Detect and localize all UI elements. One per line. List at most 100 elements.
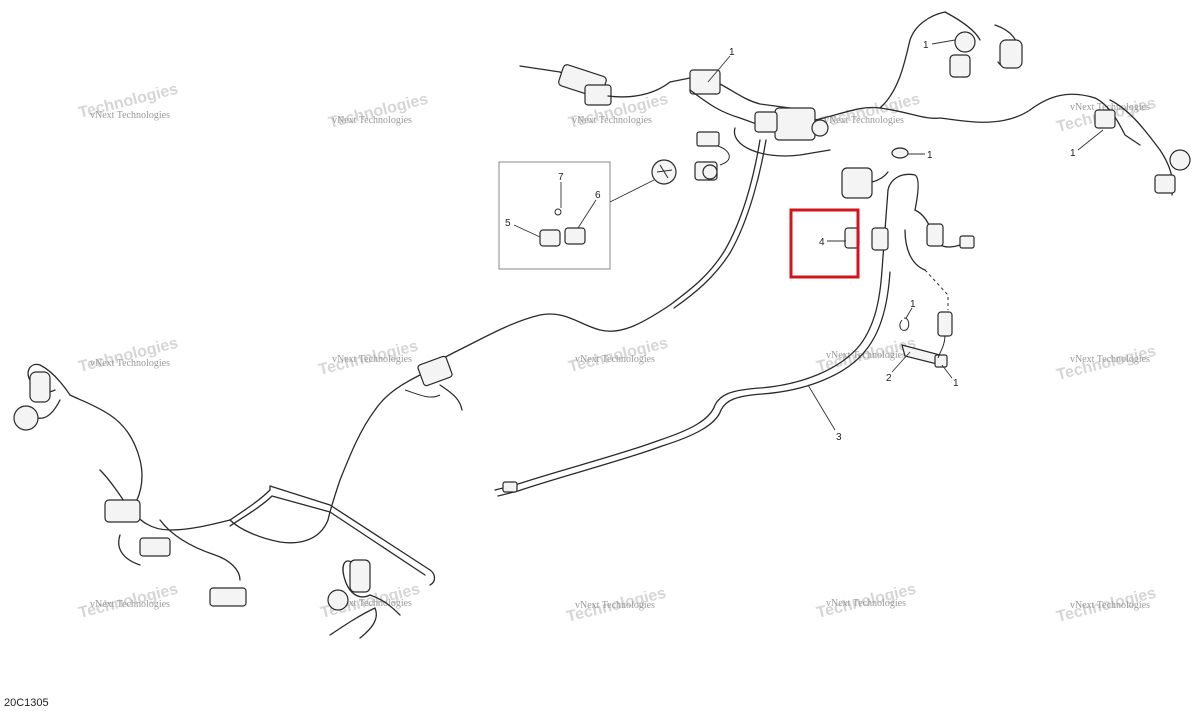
leader-1: [905, 307, 913, 319]
key-detail-glyph: [656, 164, 673, 179]
connector: [754, 111, 778, 133]
connector: [926, 223, 944, 247]
end-plug: [502, 481, 518, 493]
watermark: vNext Technologies: [332, 115, 412, 126]
harness-wire: [673, 139, 767, 309]
connector: [696, 131, 720, 147]
callout-1: 1: [1070, 148, 1076, 159]
harness-wire: [904, 229, 926, 271]
junction-connector: [417, 355, 453, 387]
connector: [29, 371, 51, 403]
harness-wire: [879, 11, 946, 109]
light-socket: [954, 31, 976, 53]
callout-4: 4: [819, 237, 825, 248]
inset-frame: [498, 161, 611, 270]
harness-wire: [717, 145, 730, 166]
watermark-layer: Technologies vNext Technologies Technolo…: [77, 81, 1158, 626]
harness-wire: [342, 560, 371, 598]
frame-rail: [229, 495, 426, 576]
watermark: vNext Technologies: [90, 358, 170, 369]
switch-body: [584, 84, 612, 106]
watermark: vNext Technologies: [1070, 354, 1150, 365]
harness-wire: [887, 173, 919, 211]
connector-block: [104, 499, 141, 523]
harness-wire: [404, 389, 441, 398]
harness-wire: [329, 607, 377, 639]
light-socket: [1169, 149, 1191, 171]
watermark: vNext Technologies: [575, 354, 655, 365]
harness-wire: [497, 271, 891, 497]
watermark: Technologies: [77, 335, 180, 376]
watermark: vNext Technologies: [332, 598, 412, 609]
harness-wire: [733, 127, 831, 157]
watermark: vNext Technologies: [90, 110, 170, 121]
key-switch-face: [702, 164, 718, 180]
grommet: [891, 147, 909, 159]
connector: [871, 227, 889, 251]
harness-wire: [494, 189, 889, 491]
callout-1: 1: [953, 378, 959, 389]
highlight-box-item-4: [789, 208, 860, 279]
callout-5: 5: [505, 218, 511, 229]
plug-connector: [209, 587, 247, 607]
watermark: vNext Technologies: [826, 350, 906, 361]
dashed-guide: [924, 269, 949, 310]
harness-wire: [229, 519, 329, 544]
harness-wire: [69, 394, 143, 511]
leader-1: [931, 39, 956, 45]
callout-1: 1: [923, 40, 929, 51]
harness-wire: [99, 469, 231, 531]
item-1-clip: [899, 317, 910, 331]
harness-wire: [607, 77, 691, 98]
watermark: vNext Technologies: [572, 115, 652, 126]
watermark: vNext Technologies: [575, 600, 655, 611]
harness-wire: [419, 139, 761, 371]
watermark: vNext Technologies: [332, 354, 412, 365]
harness-wire: [327, 374, 421, 521]
leader-6: [577, 199, 597, 229]
leader-1: [1077, 129, 1104, 151]
light-socket: [327, 589, 349, 611]
diagram-reference-code: 20C1305: [4, 697, 49, 709]
connector: [959, 235, 975, 249]
callout-1: 1: [927, 150, 933, 161]
callout-1: 1: [910, 299, 916, 310]
leader-1: [707, 55, 731, 83]
item-1-connector: [934, 354, 948, 368]
headlight-socket: [13, 405, 39, 431]
connector: [1094, 109, 1116, 129]
callout-7: 7: [558, 172, 564, 183]
harness-wire: [37, 399, 61, 419]
callout-1: 1: [729, 47, 735, 58]
callout-2: 2: [886, 373, 892, 384]
leader-5: [513, 224, 541, 238]
item-5-key: [539, 229, 561, 247]
harness-wire: [939, 93, 1096, 123]
item-7-ring: [554, 208, 562, 216]
callout-3: 3: [836, 432, 842, 443]
callout-6: 6: [595, 190, 601, 201]
harness-wire: [871, 171, 889, 183]
item-6-key: [564, 227, 586, 245]
harness-wire: [159, 519, 241, 581]
inset-leader: [609, 179, 655, 203]
relay-block: [139, 537, 171, 557]
connector: [949, 54, 971, 78]
leader-3: [807, 384, 836, 431]
main-harness: [13, 11, 1191, 639]
fuse-box: [841, 167, 873, 199]
harness-wire: [944, 11, 981, 41]
light-housing: [999, 39, 1023, 69]
leader-2: [891, 351, 911, 373]
harness-wire: [719, 83, 791, 109]
harness-wire: [937, 335, 946, 359]
harness-wire: [118, 534, 141, 566]
harness-wire: [439, 384, 463, 411]
watermark: vNext Technologies: [826, 598, 906, 609]
watermark: vNext Technologies: [824, 115, 904, 126]
detail-inset: 7 6 5: [498, 161, 655, 270]
callouts-layer: 1 1 1 1 1 1 2 3 4: [707, 39, 1104, 443]
watermark: vNext Technologies: [90, 599, 170, 610]
ignition-assembly: [774, 107, 816, 141]
